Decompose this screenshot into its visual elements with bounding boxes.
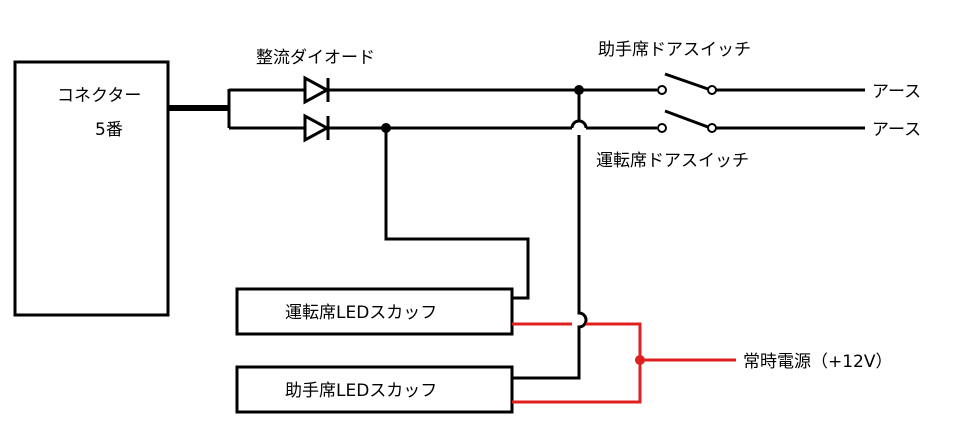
passenger-switch-label: 助手席ドアスイッチ	[598, 40, 751, 60]
power-label: 常時電源（+12V）	[743, 352, 893, 372]
driver-scuff-label: 運転席LEDスカッフ	[285, 303, 437, 323]
driver-scuff-feed-wire	[384, 128, 530, 300]
ground-bottom-label: アース	[872, 120, 921, 140]
bottom-diode-icon	[303, 113, 331, 143]
diode-label: 整流ダイオード	[256, 48, 375, 68]
passenger-scuff-feed-wire	[512, 90, 588, 380]
passenger-scuff-box	[235, 365, 514, 414]
top-diode-icon	[303, 75, 331, 105]
passenger-switch-icon	[657, 72, 717, 95]
connector-pin-label: 5番	[95, 120, 123, 140]
connector-label: コネクター	[57, 86, 141, 106]
connector-box	[13, 60, 170, 317]
driver-scuff-box	[235, 287, 514, 336]
bottom-wire-hop	[570, 119, 588, 129]
driver-switch-label: 運転席ドアスイッチ	[596, 151, 749, 171]
power-junction-dot	[635, 355, 645, 365]
driver-switch-icon	[657, 109, 717, 133]
driver-scuff-power-wire	[512, 322, 642, 404]
passenger-scuff-label: 助手席LEDスカッフ	[285, 381, 437, 401]
ground-top-label: アース	[872, 82, 921, 102]
